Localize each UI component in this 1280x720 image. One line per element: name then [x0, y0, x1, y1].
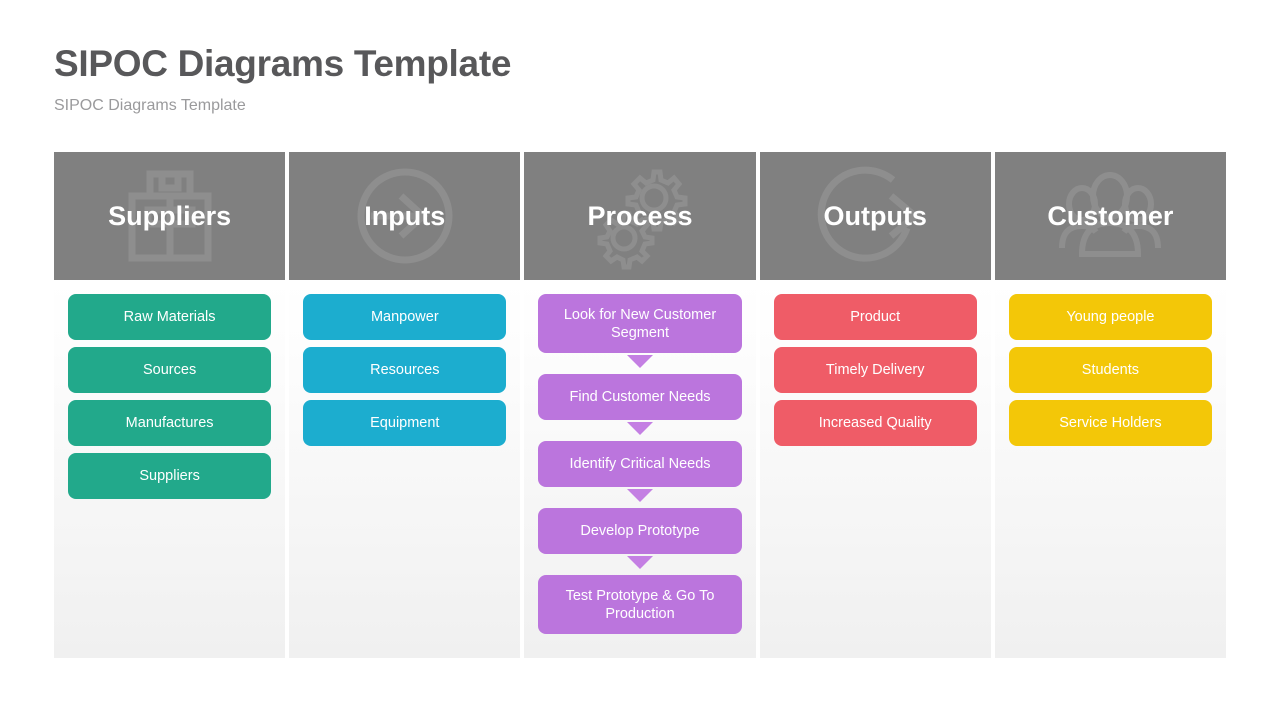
list-item[interactable]: Develop Prototype	[538, 508, 742, 554]
list-item[interactable]: Identify Critical Needs	[538, 441, 742, 487]
list-item[interactable]: Raw Materials	[68, 294, 272, 340]
list-item[interactable]: Resources	[303, 347, 507, 393]
title-block: SIPOC Diagrams Template SIPOC Diagrams T…	[54, 42, 1154, 117]
column-title-outputs: Outputs	[823, 200, 927, 231]
list-item[interactable]: Find Customer Needs	[538, 374, 742, 420]
column-body-process: Look for New Customer Segment Find Custo…	[524, 280, 756, 658]
column-title-inputs: Inputs	[364, 200, 446, 231]
column-outputs[interactable]: Outputs Product Timely Delivery Increase…	[759, 152, 991, 658]
column-title-suppliers: Suppliers	[108, 200, 232, 231]
column-body-customer: Young people Students Service Holders	[994, 280, 1227, 658]
list-item[interactable]: Suppliers	[68, 453, 272, 499]
column-header-outputs: Outputs	[759, 152, 991, 280]
column-process[interactable]: Process Look for New Customer Segment Fi…	[524, 152, 756, 658]
column-inputs[interactable]: Inputs Manpower Resources Equipment	[289, 152, 521, 658]
list-item[interactable]: Increased Quality	[773, 400, 977, 446]
list-item[interactable]: Manpower	[303, 294, 507, 340]
list-item[interactable]: Sources	[68, 347, 272, 393]
column-customer[interactable]: Customer Young people Students Service H…	[994, 152, 1227, 658]
column-suppliers[interactable]: Suppliers Raw Materials Sources Manufact…	[54, 152, 286, 658]
column-body-inputs: Manpower Resources Equipment	[289, 280, 521, 658]
column-header-process: Process	[524, 152, 756, 280]
list-item[interactable]: Service Holders	[1008, 400, 1213, 446]
list-item[interactable]: Timely Delivery	[773, 347, 977, 393]
page-subtitle: SIPOC Diagrams Template	[54, 97, 246, 114]
flow-arrow-down-icon	[627, 355, 653, 368]
column-title-process: Process	[587, 200, 693, 231]
list-item[interactable]: Equipment	[303, 400, 507, 446]
flow-arrow-down-icon	[627, 422, 653, 435]
column-header-suppliers: Suppliers	[54, 152, 286, 280]
list-item[interactable]: Students	[1008, 347, 1213, 393]
list-item[interactable]: Product	[773, 294, 977, 340]
flow-arrow-down-icon	[627, 489, 653, 502]
sipoc-columns: Suppliers Raw Materials Sources Manufact…	[54, 152, 1227, 658]
column-body-suppliers: Raw Materials Sources Manufactures Suppl…	[54, 280, 286, 658]
column-title-customer: Customer	[1047, 200, 1174, 231]
column-header-inputs: Inputs	[289, 152, 521, 280]
flow-arrow-down-icon	[627, 556, 653, 569]
list-item[interactable]: Young people	[1008, 294, 1213, 340]
list-item[interactable]: Test Prototype & Go To Production	[538, 575, 742, 634]
page-title: SIPOC Diagrams Template	[54, 43, 512, 84]
column-header-customer: Customer	[994, 152, 1227, 280]
column-body-outputs: Product Timely Delivery Increased Qualit…	[759, 280, 991, 658]
list-item[interactable]: Manufactures	[68, 400, 272, 446]
list-item[interactable]: Look for New Customer Segment	[538, 294, 742, 353]
